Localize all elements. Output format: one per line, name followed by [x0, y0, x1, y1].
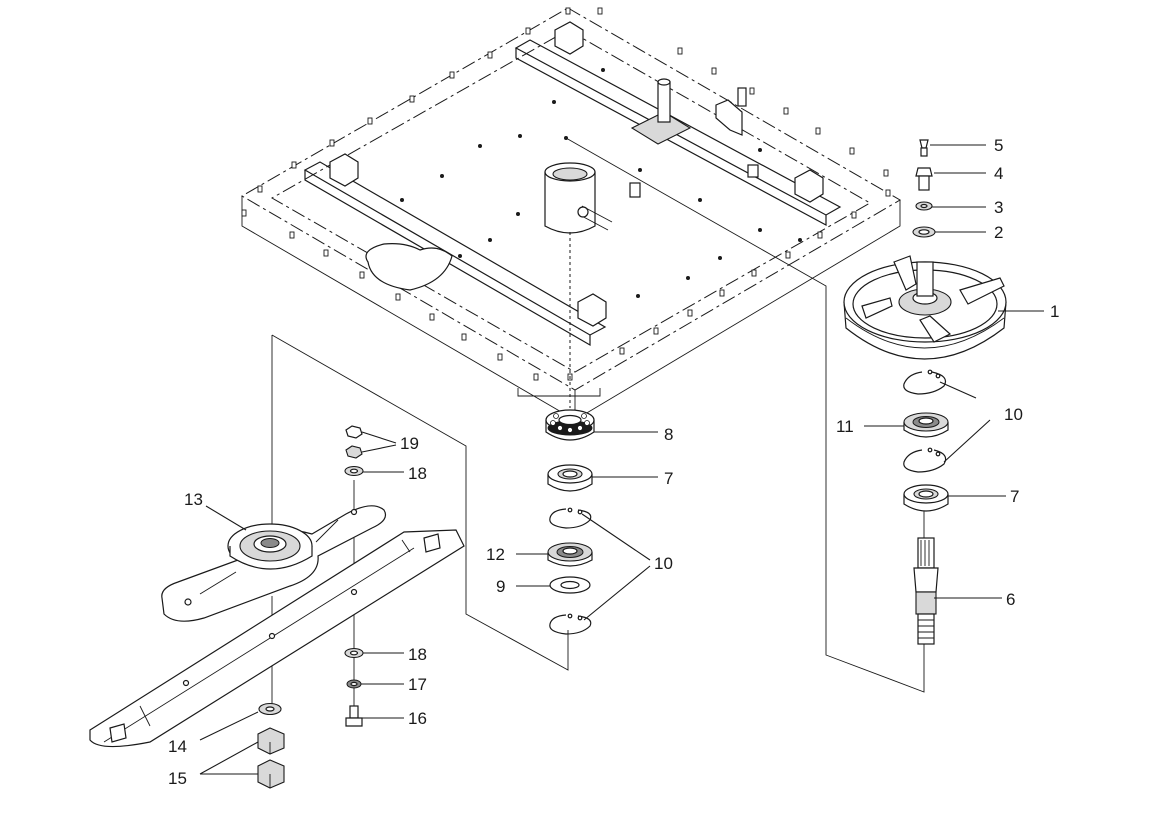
washer-18	[344, 647, 364, 659]
mower-deck-plate	[241, 7, 901, 421]
callout-3: 3	[994, 198, 1003, 217]
spindle-shaft-6	[913, 537, 939, 645]
washer-14	[258, 702, 282, 716]
seal-12	[547, 542, 593, 567]
callout-5: 5	[994, 136, 1003, 155]
callout-1: 1	[1050, 302, 1059, 321]
callout-10: 10	[1004, 405, 1023, 424]
deck-cutout	[365, 243, 453, 291]
washer-2	[912, 226, 936, 238]
pulley-1	[843, 255, 1007, 360]
callout-13: 13	[184, 490, 203, 509]
washer-9	[549, 576, 591, 594]
retaining-ring-10	[903, 369, 947, 395]
callout-17: 17	[408, 675, 427, 694]
cutting-blade-14	[89, 529, 465, 748]
seal-11	[903, 412, 949, 438]
callout-9: 9	[496, 577, 505, 596]
washer-18	[344, 465, 364, 477]
callout-6: 6	[1006, 590, 1015, 609]
retaining-ring-10	[549, 613, 592, 635]
callout-19: 19	[400, 434, 419, 453]
nut-19	[345, 425, 363, 459]
callout-12: 12	[486, 545, 505, 564]
lock-washer-17	[346, 679, 362, 689]
callout-2: 2	[994, 223, 1003, 242]
callout-8: 8	[664, 425, 673, 444]
callout-7: 7	[664, 469, 673, 488]
bolt-16	[345, 705, 363, 727]
callout-18: 18	[408, 645, 427, 664]
callout-18: 18	[408, 464, 427, 483]
grease-fitting-5	[919, 139, 929, 157]
retaining-ring-10	[903, 447, 947, 473]
callout-14: 14	[168, 737, 187, 756]
tensioner-post	[629, 78, 759, 198]
callout-7: 7	[1010, 487, 1019, 506]
washer-3	[915, 201, 933, 211]
leader-lines	[199, 144, 1044, 775]
bearing-7	[903, 484, 949, 512]
callout-11: 11	[836, 417, 854, 436]
callout-labels: 5 4 3 2 1 10 11 7 6 8 7 10 12 9 19 18 18…	[168, 136, 1059, 788]
callout-16: 16	[408, 709, 427, 728]
nut-15	[257, 727, 285, 789]
bearing-7	[547, 464, 593, 492]
assembly-guide-line	[565, 137, 925, 693]
callout-4: 4	[994, 164, 1003, 183]
callout-15: 15	[168, 769, 187, 788]
assembly-guide-line	[271, 334, 569, 671]
callout-10: 10	[654, 554, 673, 573]
retaining-ring-10	[549, 507, 592, 529]
rail-block	[329, 21, 824, 327]
blade-hub-13	[161, 505, 387, 622]
spindle-housing	[544, 162, 613, 234]
bearing-8	[545, 409, 595, 441]
adapter-4	[915, 167, 933, 191]
